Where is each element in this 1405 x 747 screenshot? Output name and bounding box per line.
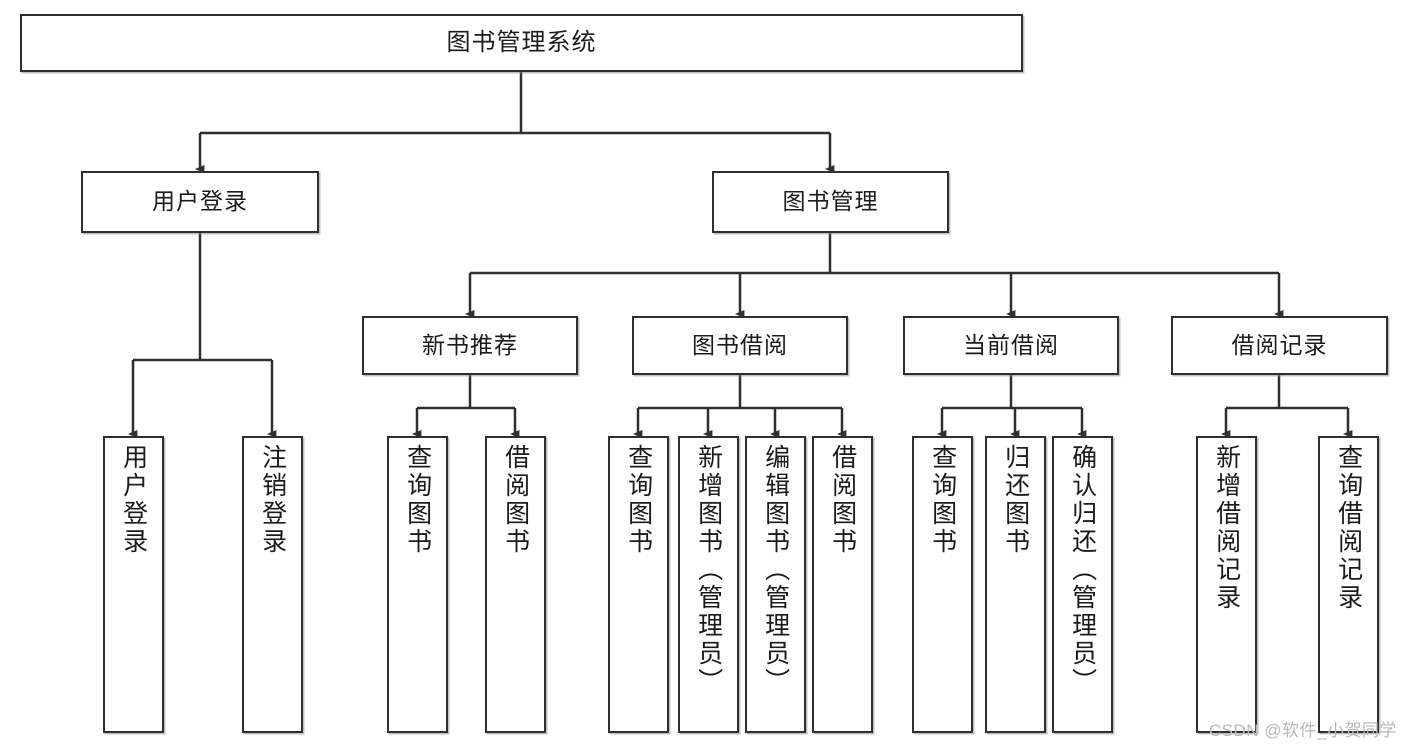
level1-node-1[interactable]: 用户登录 [81, 171, 319, 233]
level2-node-label: 新书推荐 [422, 331, 518, 358]
leaf-node-1[interactable]: 用户登录 [103, 436, 164, 733]
leaf-node-7[interactable]: 编辑图书（管理员） [745, 436, 806, 733]
leaf-node-2[interactable]: 注销登录 [242, 436, 303, 733]
leaf-node-label: 注销登录 [258, 444, 287, 556]
leaf-node-9[interactable]: 查询图书 [912, 436, 973, 733]
leaf-node-5[interactable]: 查询图书 [608, 436, 669, 733]
leaf-node-label: 编辑图书（管理员） [761, 444, 790, 696]
leaf-node-11[interactable]: 确认归还（管理员） [1052, 436, 1113, 733]
leaf-node-12[interactable]: 新增借阅记录 [1196, 436, 1257, 733]
leaf-node-label: 用户登录 [119, 444, 148, 556]
leaf-node-label: 查询图书 [624, 444, 653, 556]
leaf-node-label: 借阅图书 [828, 444, 857, 556]
connector-lines [128, 72, 1353, 439]
level2-node-4[interactable]: 借阅记录 [1171, 316, 1388, 375]
level2-node-2[interactable]: 图书借阅 [632, 316, 848, 375]
level2-node-label: 借阅记录 [1231, 331, 1328, 358]
leaf-node-label: 查询图书 [928, 444, 957, 556]
root-node-1[interactable]: 图书管理系统 [20, 14, 1023, 72]
leaf-node-8[interactable]: 借阅图书 [812, 436, 873, 733]
level1-node-label: 图书管理 [782, 188, 879, 215]
root-node-label: 图书管理系统 [446, 28, 597, 56]
leaf-node-label: 新增借阅记录 [1212, 444, 1241, 612]
leaf-node-3[interactable]: 查询图书 [387, 436, 448, 733]
leaf-node-label: 归还图书 [1001, 444, 1030, 556]
level1-node-label: 用户登录 [152, 188, 248, 215]
level1-node-2[interactable]: 图书管理 [712, 171, 949, 233]
leaf-node-label: 查询图书 [403, 444, 432, 556]
leaf-node-label: 确认归还（管理员） [1068, 444, 1097, 696]
leaf-node-6[interactable]: 新增图书（管理员） [678, 436, 739, 733]
leaf-node-label: 查询借阅记录 [1334, 444, 1363, 612]
leaf-node-label: 借阅图书 [501, 444, 530, 556]
leaf-node-label: 新增图书（管理员） [694, 444, 723, 696]
level2-node-3[interactable]: 当前借阅 [903, 316, 1119, 375]
level2-node-1[interactable]: 新书推荐 [362, 316, 578, 375]
leaf-node-10[interactable]: 归还图书 [985, 436, 1046, 733]
leaf-node-13[interactable]: 查询借阅记录 [1318, 436, 1379, 733]
level2-node-label: 图书借阅 [692, 331, 788, 358]
leaf-node-4[interactable]: 借阅图书 [485, 436, 546, 733]
level2-node-label: 当前借阅 [963, 331, 1059, 358]
csdn-watermark: CSDN @软件_小贺同学 [1208, 721, 1397, 740]
